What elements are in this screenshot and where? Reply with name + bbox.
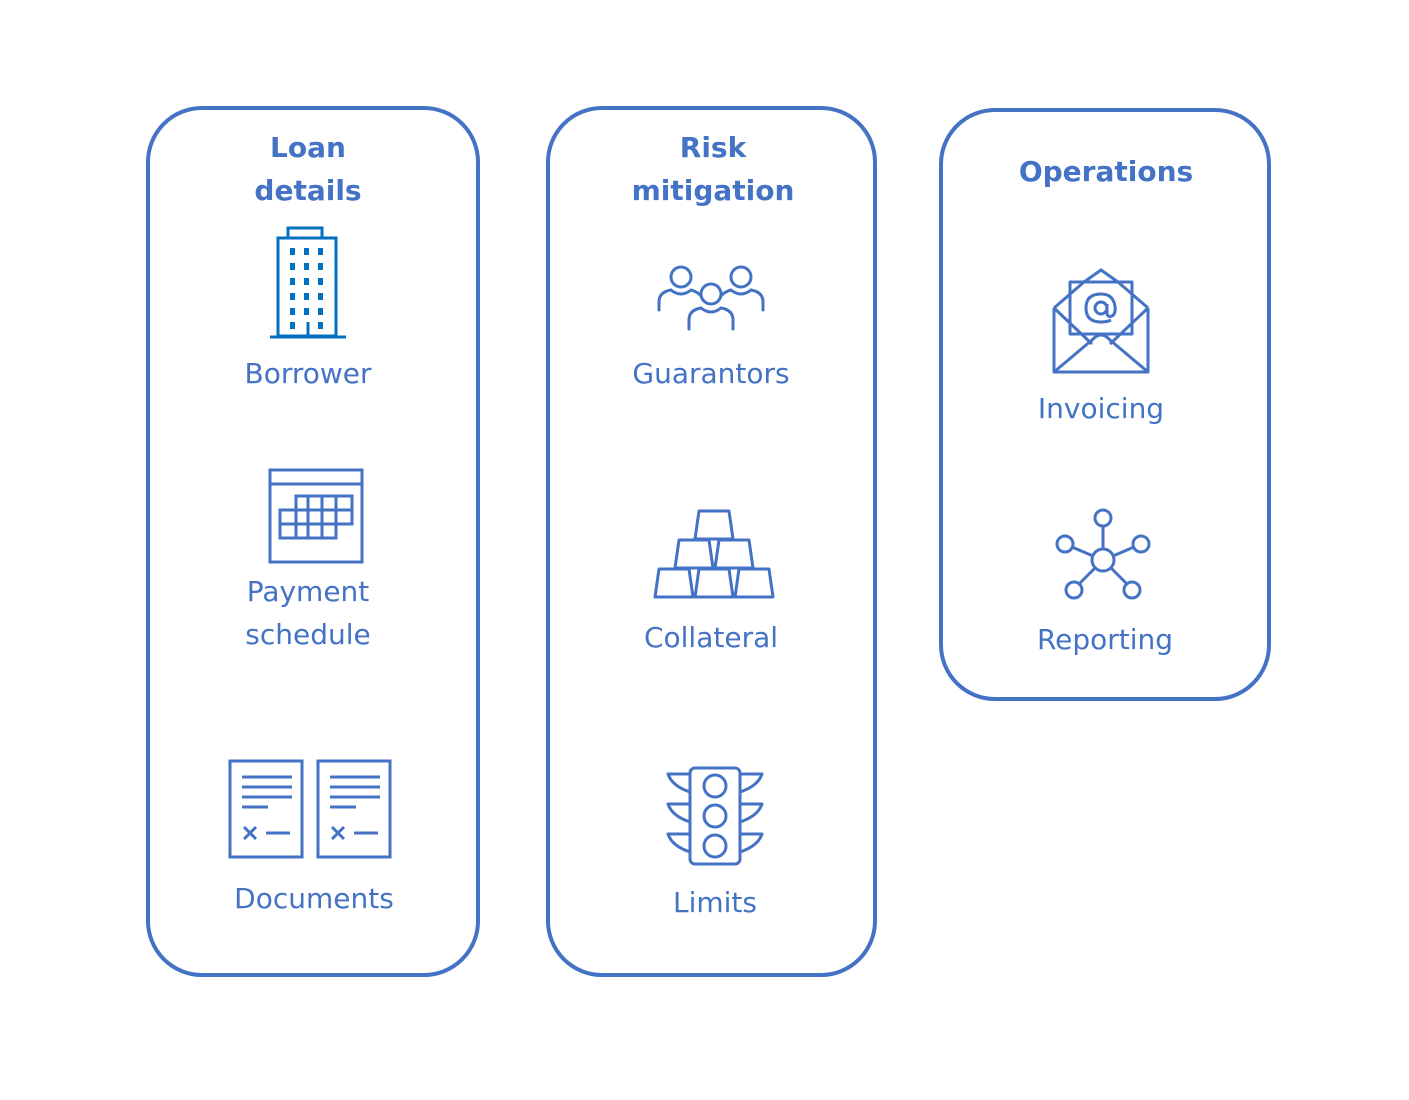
network-hub-icon (1052, 508, 1156, 602)
payment-schedule-label: Payment schedule (245, 575, 371, 651)
reporting-label: Reporting (1036, 623, 1174, 656)
calendar-icon (268, 468, 364, 564)
documents-icon (228, 759, 392, 859)
email-envelope-icon (1052, 268, 1150, 376)
risk-mitigation-panel (546, 106, 877, 977)
collateral-label: Collateral (643, 621, 779, 654)
operations-title: Operations (1018, 155, 1194, 188)
invoicing-label: Invoicing (1037, 392, 1165, 425)
limits-label: Limits (673, 886, 757, 919)
people-group-icon (656, 264, 766, 332)
operations-panel (939, 108, 1271, 701)
risk-mitigation-title: Risk mitigation (631, 131, 795, 207)
guarantors-label: Guarantors (632, 357, 790, 390)
loan-details-title: Loan details (254, 131, 362, 207)
borrower-label: Borrower (244, 357, 372, 390)
loan-details-panel (146, 106, 480, 977)
building-icon (270, 226, 346, 342)
gold-bars-icon (653, 509, 777, 599)
traffic-light-icon (666, 766, 764, 866)
documents-label: Documents (234, 882, 394, 915)
